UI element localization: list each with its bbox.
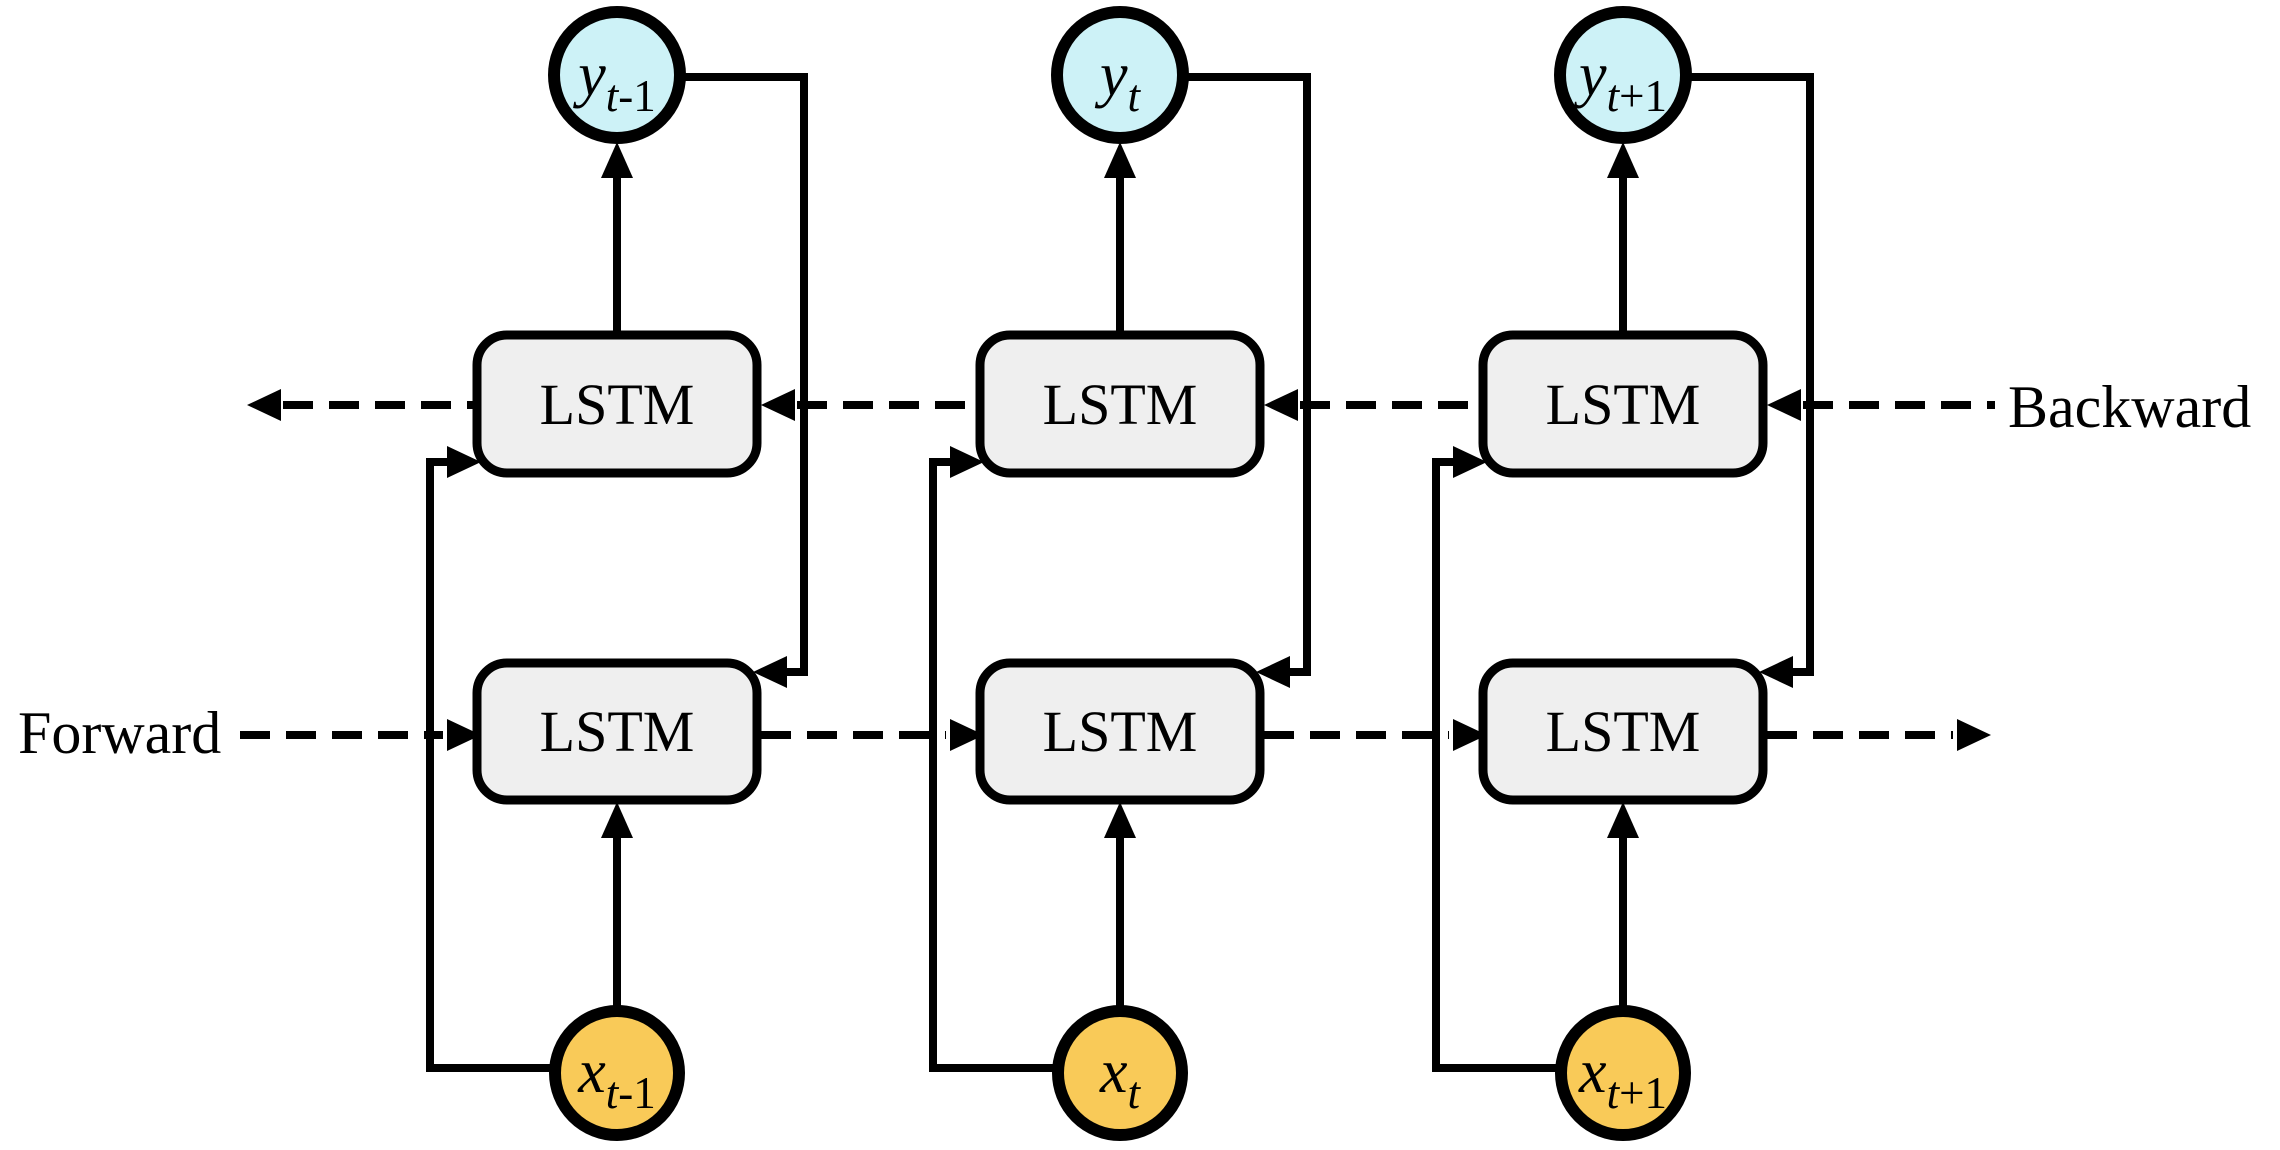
forward-label: Forward [18, 700, 221, 766]
forward-lstm-label: LSTM [540, 699, 695, 764]
forward-lstm-label: LSTM [1546, 699, 1701, 764]
output-node [548, 6, 686, 144]
arrowhead-into-output-icon [601, 142, 633, 178]
arrowhead-into-forward-corner-icon [1256, 656, 1290, 688]
input-to-backward-wire [426, 458, 557, 1072]
forward-flow-line: Forward [18, 700, 1991, 766]
forward-arrowhead-icon [950, 719, 984, 751]
timestep-current: LSTM LSTM yt xt [929, 6, 1311, 1141]
input-node [1555, 1005, 1691, 1141]
backward-end-arrowhead-icon [247, 389, 281, 421]
arrowhead-into-backward-icon [447, 446, 481, 478]
output-to-forward-wire [1683, 73, 1814, 676]
arrowhead-into-forward-icon [1607, 802, 1639, 838]
arrowhead-into-forward-icon [1104, 802, 1136, 838]
arrowhead-into-forward-corner-icon [1759, 656, 1793, 688]
output-node-label: yt-1 [572, 41, 656, 121]
backward-lstm-label: LSTM [1546, 372, 1701, 437]
forward-arrowhead-icon [447, 719, 481, 751]
backward-lstm-label: LSTM [540, 372, 695, 437]
output-node-label: yt [1094, 41, 1142, 121]
arrowhead-into-output-icon [1104, 142, 1136, 178]
timestep-prev: LSTM LSTM yt-1 xt-1 [426, 6, 808, 1141]
arrowhead-into-backward-icon [1453, 446, 1487, 478]
backward-arrowhead-icon [1767, 389, 1801, 421]
input-to-backward-wire [1432, 458, 1563, 1072]
input-node-label: xt [1099, 1038, 1142, 1118]
output-to-forward-wire [677, 73, 808, 676]
arrowhead-into-output-icon [1607, 142, 1639, 178]
backward-flow-line: Backward [247, 374, 2251, 440]
forward-arrowhead-icon [1453, 719, 1487, 751]
arrowhead-into-backward-icon [950, 446, 984, 478]
input-to-backward-wire [929, 458, 1060, 1072]
output-node-label: yt+1 [1573, 41, 1667, 121]
input-node [1052, 1005, 1188, 1141]
input-node [549, 1005, 685, 1141]
output-node [1051, 6, 1189, 144]
backward-arrowhead-icon [761, 389, 795, 421]
output-to-forward-wire [1180, 73, 1311, 676]
output-node [1554, 6, 1692, 144]
forward-lstm-cell [1478, 658, 1768, 805]
timestep-next: LSTM LSTM yt+1 xt+1 [1432, 6, 1814, 1141]
backward-lstm-cell [1478, 330, 1768, 478]
backward-arrowhead-icon [1264, 389, 1298, 421]
forward-lstm-cell [975, 658, 1265, 805]
backward-lstm-cell [472, 330, 762, 478]
forward-end-arrowhead-icon [1957, 719, 1991, 751]
arrowhead-into-forward-icon [601, 802, 633, 838]
input-node-label: xt+1 [1578, 1038, 1667, 1118]
forward-lstm-label: LSTM [1043, 699, 1198, 764]
input-node-label: xt-1 [577, 1038, 656, 1118]
arrowhead-into-forward-corner-icon [753, 656, 787, 688]
backward-label: Backward [2008, 374, 2251, 440]
backward-lstm-cell [975, 330, 1265, 478]
backward-lstm-label: LSTM [1043, 372, 1198, 437]
forward-lstm-cell [472, 658, 762, 805]
